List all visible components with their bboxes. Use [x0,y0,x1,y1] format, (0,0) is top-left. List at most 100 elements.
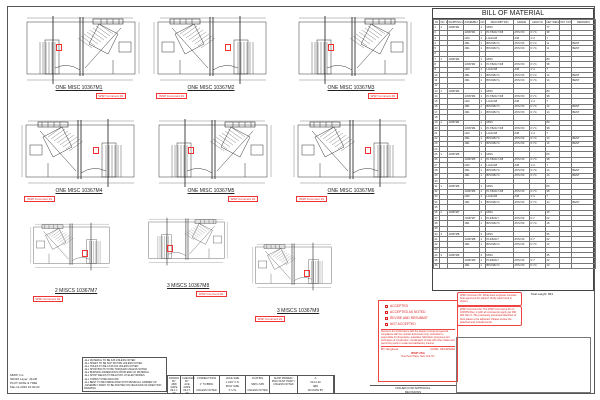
rev-header: NO DATE BY [307,389,324,392]
connections-note: UNLESS NOTED [196,389,217,392]
drawn-date: DATE 09-17-20 [170,386,178,395]
general-note: -ALL BENT TO BE FABRICATED WITH RESIDUAL… [84,380,157,384]
drawn-by: ABD [171,383,177,386]
review-option[interactable]: ✕REVISE AND RESUBMIT [385,315,455,321]
checkbox[interactable]: ✕ [385,316,389,321]
steel-detail-drawing [298,16,412,84]
general-notes: -ALL MATERIAL TO BE A36 UNLESS NOTED-ALL… [82,357,167,392]
issue-block: ISSUED FOR APPROVAL REVISIONS [370,385,456,394]
general-note: -ALL SHOP BOLTS TO BE TORQUED UNLESS NOT… [84,368,147,372]
wsp-comment-tag[interactable]: WSP Comment #1 [95,93,127,99]
review-option[interactable]: ACCEPTED [385,303,455,309]
bom-cell [439,262,448,269]
bom-title: BILL OF MATERIAL [433,9,593,19]
checkbox[interactable] [385,322,388,326]
review-disclaimer: Review is for conformance with the desig… [381,329,455,345]
wsp-comment-note-2: WSP Comment #2: The WSP Comments #1 on 1… [457,306,522,327]
bom-cell [559,262,572,269]
review-option[interactable]: ACCEPTED AS NOTED [385,309,455,315]
checkbox[interactable] [385,310,388,314]
paint-spec: SHOP PRIMER / ZINC DUST PAINT / UNLESS N… [271,377,296,386]
bom-cell: 13 [545,262,560,269]
steel-detail-drawing [148,217,228,266]
bom-cell [571,262,596,269]
coating: SSPC-SP6 [251,383,264,386]
general-note: -ALL BURNING DIMENSIONS FROM END OF MATE… [84,371,150,375]
review-date: DATE: 03/19/2020 [430,347,455,351]
view-label: 3 MISCS 10367M8 [167,283,210,289]
comment-marker [327,44,334,51]
rev-number: A [314,377,317,380]
steel-detail-drawing [153,16,267,84]
comment-marker [82,250,88,257]
bom-total: Total weight: 863 [530,292,553,296]
comment-marker [225,44,231,51]
steel-detail-drawing [158,119,272,187]
wsp-comment-tag[interactable]: WSP Comment #1 [367,93,399,99]
wsp-comment-tag[interactable]: WSP Comment #1 [32,296,64,302]
plot-label: PLOT DATE & TIME [10,381,38,385]
wsp-comment-tag[interactable]: WSP Comment #1 [156,93,188,99]
bom-cell: BPL5/8x7¼ [485,262,514,269]
general-note: -ALL COPES TO BE GROUND [84,377,119,381]
drawn-by-label: DRAWN BY [169,377,179,383]
coating-label: COATING [251,377,264,380]
revisions-label: REVISIONS [404,390,422,394]
comment-marker [187,147,194,154]
wsp-comment-tag[interactable]: WSP Comment #1 [24,196,56,202]
bolt-label: BOLT SIZE [225,385,240,388]
review-option[interactable]: NOT ACCEPTED [385,321,455,327]
issue-status: ISSUED FOR APPROVAL [395,386,431,390]
checked-date: DATE 09-17-20 [183,386,191,395]
comment-marker [304,270,310,277]
wsp-comment-tag[interactable]: WSP Comment #1 [296,196,328,202]
general-note: -ALL SHOP WELDS TO BE E70XX LH ELECTRODE… [84,374,145,378]
coating-note: UNLESS NOTED [247,389,268,392]
checked-by: ACE [184,383,190,386]
hole-size: 1 1/16" U.N. [225,381,240,384]
general-note: -ASSEMBLY MARK TO BE PAINTED ON NEAR END… [84,383,162,390]
review-option-label: REVISE AND RESUBMIT [390,316,428,320]
general-note: -ALL SHEET TO BE SCH 80 PIPE UNLESS NOTE… [84,362,143,366]
checkbox[interactable] [385,304,388,308]
wsp-comment-tag[interactable]: WSP Comment #1 [195,291,227,297]
comment-marker [93,147,99,154]
view-label: ONE MISC 10367M1 [55,85,103,91]
bom-cell [447,262,464,269]
wsp-comment-tag[interactable]: WSP Comment #1 [227,196,259,202]
steel-detail-drawing [293,119,407,187]
rev-date: 03-11-20 [310,381,321,384]
view-label: ONE MISC 10367M5 [187,188,235,194]
view-label: 2 MISCS 10367M7 [55,288,98,294]
view-label: ONE MISC 10367M6 [327,188,375,194]
hole-label: HOLE SIZE [225,377,240,380]
bom-cell: 1M1 [463,262,480,269]
review-option-label: NOT ACCEPTED [390,322,416,326]
wsp-comment-tag[interactable]: WSP Comment #1 [254,316,286,322]
rev-by: ABD [312,385,319,388]
review-option-label: ACCEPTED [390,304,408,308]
review-by: BY: Engineer [381,347,399,351]
comment-marker [55,44,62,51]
view-label: ONE MISC 10367M4 [55,188,103,194]
